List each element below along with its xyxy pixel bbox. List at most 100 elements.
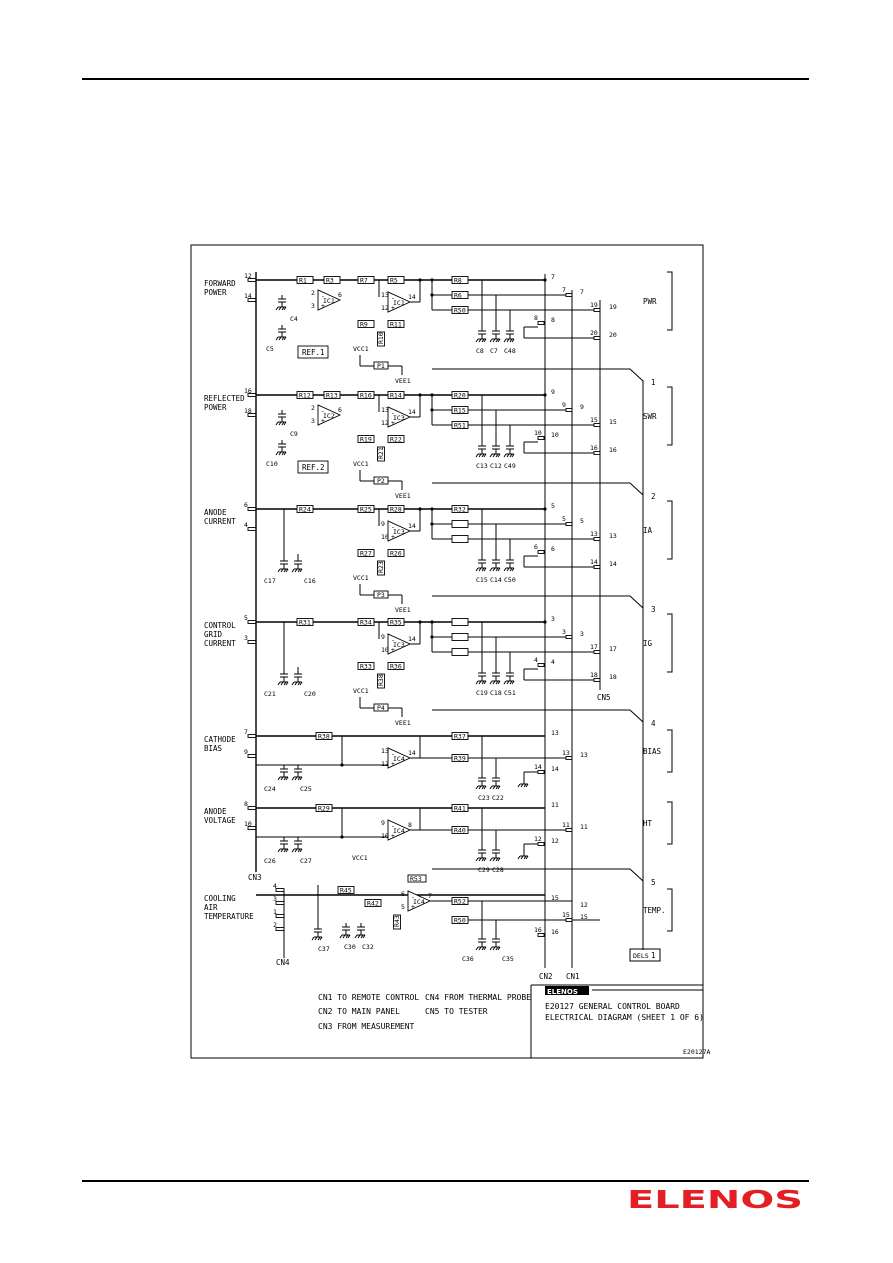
- junction: [430, 278, 434, 282]
- resistor-label: R5: [390, 277, 398, 285]
- resistor: [357, 276, 375, 284]
- resistor-label: R37: [454, 733, 466, 741]
- cn3-label: CN3: [248, 873, 262, 882]
- trimmer-label: P1: [377, 362, 385, 370]
- opamp-minus: -: [391, 294, 395, 302]
- pin-number: 3: [311, 302, 315, 310]
- wire: [481, 785, 485, 790]
- connector-legend: CN1 TO REMOTE CONTROL CN2 TO MAIN PANEL …: [318, 993, 531, 1031]
- output-pin: 15: [551, 894, 559, 902]
- wire: [275, 336, 279, 341]
- wire: [283, 848, 287, 853]
- capacitor-label: C16: [304, 577, 316, 585]
- wire: [495, 785, 499, 790]
- wire: [339, 934, 343, 939]
- wire: [520, 855, 524, 860]
- output-pin: 11: [580, 823, 588, 831]
- resistor: [296, 276, 314, 284]
- wire: [525, 855, 529, 860]
- resistor-label: R9: [360, 321, 368, 329]
- wire: [495, 946, 499, 951]
- resistor: [315, 804, 333, 812]
- resistor: [451, 391, 469, 399]
- capacitor-label: C32: [362, 943, 374, 951]
- wire: [509, 680, 513, 685]
- resistor: [357, 320, 375, 328]
- vee-label: VEE1: [395, 606, 411, 614]
- section-label: FORWARD: [204, 279, 236, 288]
- section-label: ANODE: [204, 508, 227, 517]
- capacitor-label: C28: [492, 866, 504, 874]
- capacitor-label: C30: [344, 943, 356, 951]
- wire: [492, 453, 496, 458]
- resistor: [407, 874, 427, 883]
- wire: [483, 857, 487, 862]
- resistor: [387, 435, 405, 443]
- wire: [299, 681, 303, 686]
- resistor: [357, 505, 375, 513]
- resistor: [296, 505, 314, 513]
- section-label: COOLING: [204, 894, 236, 903]
- group-tag: BIAS: [643, 747, 662, 756]
- wire: [517, 783, 521, 788]
- resistor-label: R10: [377, 332, 385, 344]
- input-pin-number: 5: [244, 614, 248, 622]
- junction: [430, 393, 434, 397]
- opamp-minus: -: [391, 750, 395, 758]
- opamp-minus: -: [321, 407, 325, 415]
- reference-box: [297, 460, 329, 474]
- pin-number: 14: [590, 558, 598, 566]
- opamp-label: IC2: [323, 412, 335, 420]
- resistor: [387, 549, 405, 557]
- pin-number: 6: [338, 406, 342, 414]
- pin-number: 12: [534, 835, 542, 843]
- title-logo: ELENOS: [547, 988, 578, 996]
- output-pin: 4: [551, 658, 555, 666]
- section-label: BIAS: [204, 744, 223, 753]
- wire: [294, 681, 298, 686]
- section-label: CONTROL: [204, 621, 236, 630]
- wire: [347, 934, 351, 939]
- capacitor-label: C18: [490, 689, 502, 697]
- capacitor-label: C4: [290, 315, 298, 323]
- resistor-label: R33: [360, 663, 372, 671]
- resistor-label: R52: [454, 898, 466, 906]
- output-pin: 8: [551, 316, 555, 324]
- pin-number: 12: [381, 419, 389, 427]
- pin-number: 8: [408, 821, 412, 829]
- opamp-plus: +: [321, 302, 325, 310]
- side-connector-pin: 1: [651, 951, 656, 960]
- input-terminal: [247, 806, 257, 810]
- side-bus-lead: [432, 368, 644, 382]
- resistor-label: R3: [326, 277, 334, 285]
- output-pin: 9: [580, 403, 584, 411]
- group-tag: SWR: [643, 412, 657, 421]
- output-pin: 14: [609, 560, 617, 568]
- capacitor-label: C36: [462, 955, 474, 963]
- wire: [354, 934, 358, 939]
- wire: [489, 453, 493, 458]
- wire: [497, 946, 501, 951]
- wire: [475, 338, 479, 343]
- resistor-label: R7: [360, 277, 368, 285]
- wire: [297, 776, 301, 781]
- pin-number: 12: [381, 760, 389, 768]
- pin-number: 4: [534, 656, 538, 664]
- group-tag: IA: [643, 526, 653, 535]
- output-pin: 12: [551, 837, 559, 845]
- input-terminal: [247, 393, 257, 397]
- capacitor-label: C26: [264, 857, 276, 865]
- pin-number: 2: [311, 289, 315, 297]
- resistor: [387, 320, 405, 328]
- wire: [277, 568, 281, 573]
- output-pin: 11: [551, 801, 559, 809]
- resistor-label: R8: [454, 277, 462, 285]
- wire: [478, 453, 482, 458]
- group-bracket: [667, 500, 673, 560]
- schematic-frame: [190, 244, 704, 1059]
- resistor-label: R11: [390, 321, 402, 329]
- output-pin: 19: [609, 303, 617, 311]
- resistor-label: R41: [454, 805, 466, 813]
